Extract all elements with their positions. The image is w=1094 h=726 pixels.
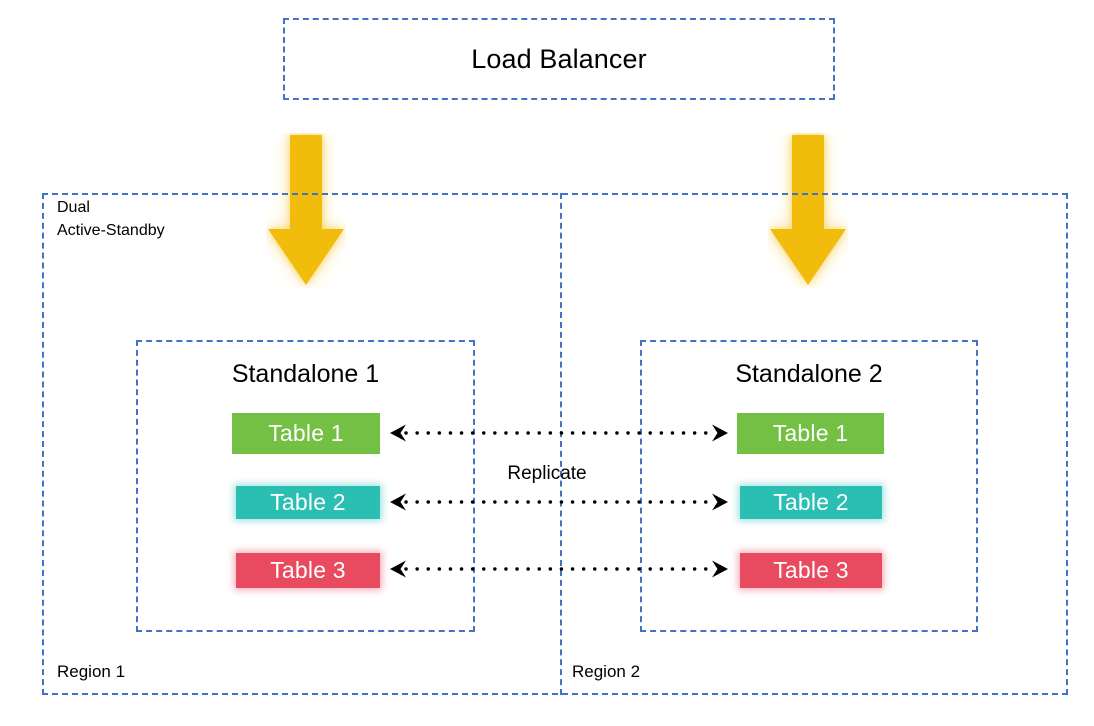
region-divider (560, 193, 562, 695)
table-chip-label: Table 3 (773, 557, 849, 583)
table-chip-label: Table 1 (772, 420, 849, 446)
standalone-2-table-1[interactable]: Table 1 (737, 413, 884, 454)
standalone-1-box[interactable]: Standalone 1 (136, 340, 475, 632)
standalone-2-table-2[interactable]: Table 2 (740, 486, 882, 519)
standalone-2-box[interactable]: Standalone 2 (640, 340, 978, 632)
standalone-1-table-2[interactable]: Table 2 (236, 486, 380, 519)
standalone-1-table-3[interactable]: Table 3 (236, 553, 380, 588)
standalone-1-table-1[interactable]: Table 1 (232, 413, 380, 454)
replicate-connector-table-1 (390, 424, 728, 442)
load-balancer-label: Load Balancer (471, 43, 647, 74)
dual-active-standby-label: Dual Active-Standby (57, 199, 165, 239)
traffic-arrow-down-right (770, 135, 846, 285)
replicate-connector-table-2 (390, 493, 728, 511)
table-chip-label: Table 2 (270, 489, 346, 515)
standalone-2-table-3[interactable]: Table 3 (740, 553, 882, 588)
load-balancer-box[interactable]: Load Balancer (283, 18, 835, 100)
standalone-2-title: Standalone 2 (735, 360, 883, 388)
table-chip-label: Table 3 (270, 557, 346, 583)
table-chip-label: Table 1 (268, 420, 344, 446)
region-2-label: Region 2 (572, 662, 641, 681)
dual-active-standby-frame (42, 193, 1068, 695)
replicate-connector-table-3 (390, 560, 728, 578)
standalone-1-title: Standalone 1 (231, 360, 380, 388)
traffic-arrow-down-left (268, 135, 344, 285)
table-chip-label: Table 2 (773, 489, 849, 515)
region-1-label: Region 1 (57, 662, 126, 681)
